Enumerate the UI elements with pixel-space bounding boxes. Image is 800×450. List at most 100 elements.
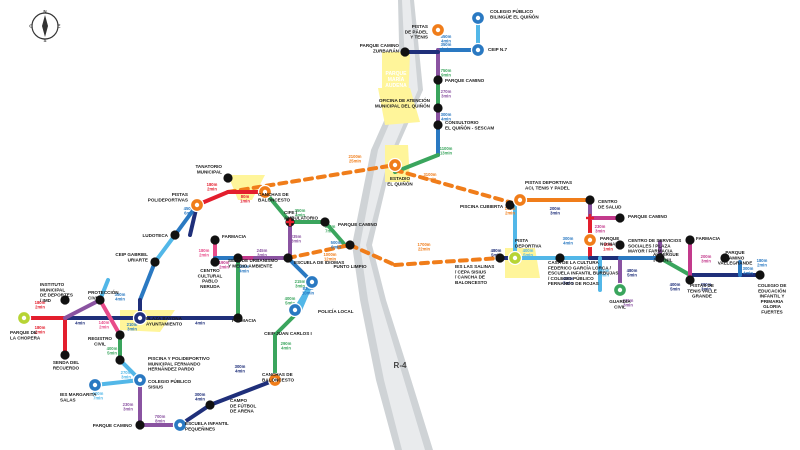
segment-distance: 480m [627, 268, 638, 273]
segment-time: 5min [107, 351, 117, 356]
segment-time: 3min [123, 407, 133, 412]
segment-time: 7min [93, 396, 103, 401]
segment-time: 2min [35, 330, 45, 335]
segment-time: 3min [441, 94, 451, 99]
segment-time: 5min [627, 273, 637, 278]
ies-salinas-stop [495, 253, 505, 263]
pistas-poli-label: PISTAS [172, 192, 188, 197]
sede-label: SEDE DE URBANISMO [228, 258, 278, 263]
canchas-top-label: BALONCESTO [258, 197, 291, 202]
area-label: AUDENA [385, 83, 407, 89]
pistas-tenis-stop [685, 275, 695, 285]
ceip7-icon-glyph [475, 47, 481, 53]
oficina-label: MUNICIPAL DEL QUIÑÓN [375, 101, 431, 108]
punto-limpio-label: PUNTO LIMPIO [333, 264, 367, 269]
ceip-uriarte-label: URIARTE [128, 257, 148, 262]
pistas-padel-icon-glyph [435, 27, 441, 33]
farmacia-a-label: FARMACIA [222, 234, 247, 239]
parque-zurbaran-label: PARQUE CAMINO [360, 43, 400, 48]
segment-time: 3min [127, 327, 137, 332]
segment-time: 3min [701, 259, 711, 264]
ies-margarita-label: SALAS [60, 397, 76, 402]
segment-distance: 200m [701, 254, 712, 259]
ludoteca-stop [170, 230, 180, 240]
segment-distance: 500m [331, 240, 342, 245]
segment-distance: 400m [670, 282, 681, 287]
pistas-poli-label: POLIDEPORTIVAS [148, 197, 188, 202]
colegio-educacion-label: GLORIA [763, 304, 782, 309]
segment-distance: 830m [303, 286, 314, 291]
pistas-tenis-label: TENIS VALLE [687, 288, 717, 293]
segment-distance: 600m [325, 224, 336, 229]
guardia-label: GUARDIA [609, 299, 631, 304]
colegio-educacion-label: FUERTES [761, 310, 782, 315]
segment-time: 2min [757, 263, 767, 268]
segment-distance: 180m [35, 300, 46, 305]
compass-needle [42, 15, 48, 37]
segment-distance: 245m [257, 248, 268, 253]
escuela-infantil-label: ESCUELA INFANTIL [185, 421, 229, 426]
segment-time: 1min [240, 199, 250, 204]
segment-distance: 180m [207, 182, 218, 187]
parque-nomar-label: NO MAR [600, 241, 619, 246]
segment-time: 4min [743, 271, 753, 276]
segment-time: 6min [331, 245, 341, 250]
segment-time: 4min [239, 269, 249, 274]
guardia-label: CIVIL [614, 304, 626, 309]
piscina-poli-stop [115, 355, 125, 365]
route-segment [658, 256, 692, 277]
escuela-idiomas-stop [283, 253, 293, 263]
segment-time: 6min [184, 211, 194, 216]
segment-time: 3min [121, 375, 131, 380]
parque-vallegrande-label: PARQUE [725, 250, 744, 255]
segment-distance: 400m [285, 296, 296, 301]
plaza-bayona-label: PLAZA BAYONA [146, 316, 183, 321]
segment-distance: 480m [491, 248, 502, 253]
segment-time: 13min [440, 151, 453, 156]
colegio-sisius-label: COLEGIO PÚBLICO [148, 378, 192, 384]
plaza-bayona-label: AYUNTAMIENTO [146, 321, 183, 326]
segment-time: 2min [207, 187, 217, 192]
segment-distance: 350m [295, 208, 306, 213]
segment-distance: 400m [523, 248, 534, 253]
route-segment [393, 168, 522, 207]
canchas-top-label: CANCHAS DE [258, 192, 289, 197]
stops [16, 10, 765, 433]
senda-label: RECUERDO [53, 365, 80, 370]
ceip-uriarte-stop [150, 257, 160, 267]
segment-time: 4min [115, 297, 125, 302]
parque-nomar-icon-glyph [587, 237, 593, 243]
segment-distance: 215m [295, 279, 306, 284]
canchas-bottom-label: CANCHAS DE [262, 372, 293, 377]
red-cross-icon [586, 216, 594, 220]
segment-time: 2min [99, 325, 109, 330]
colegio-educacion-label: EDUCACIÓN [758, 286, 787, 293]
route-segment [153, 233, 177, 264]
piscina-poli-label: HERNÁNDEZ PARDO [148, 366, 195, 372]
compass-letter: N [43, 9, 46, 14]
segment-distance: 270m [121, 370, 132, 375]
segment-time: 3min [257, 253, 267, 258]
centro-servicios-label: SOCIALES / PLAZA [628, 243, 671, 248]
parque-camino-mid-label: PARQUE CAMINO [338, 222, 378, 227]
senda-stop [60, 350, 70, 360]
pistas-padel-label: Y TENIS [410, 35, 428, 40]
casa-cultura-label: / COLEGIO PÚBLICO [548, 275, 594, 281]
ceip-juan-icon-glyph [292, 307, 298, 313]
segment-time: 1min [603, 247, 613, 252]
compass-letter: O [29, 24, 33, 29]
segment-time: 10min [302, 291, 315, 296]
farmacia-b-stop [233, 313, 243, 323]
segment-time: 5min [491, 253, 501, 258]
segment-distance: 1100m [440, 146, 453, 151]
compass-letter: E [57, 24, 60, 29]
plaza-bayona-icon-glyph [137, 315, 143, 321]
parque-zurbaran-label: ZURBARÁN [373, 47, 400, 53]
segment-distance: 200m [550, 206, 561, 211]
segment-time: 4min [281, 346, 291, 351]
pistas-tenis-label: GRANDE [692, 294, 712, 299]
instituto-label: / IMD [40, 298, 52, 303]
